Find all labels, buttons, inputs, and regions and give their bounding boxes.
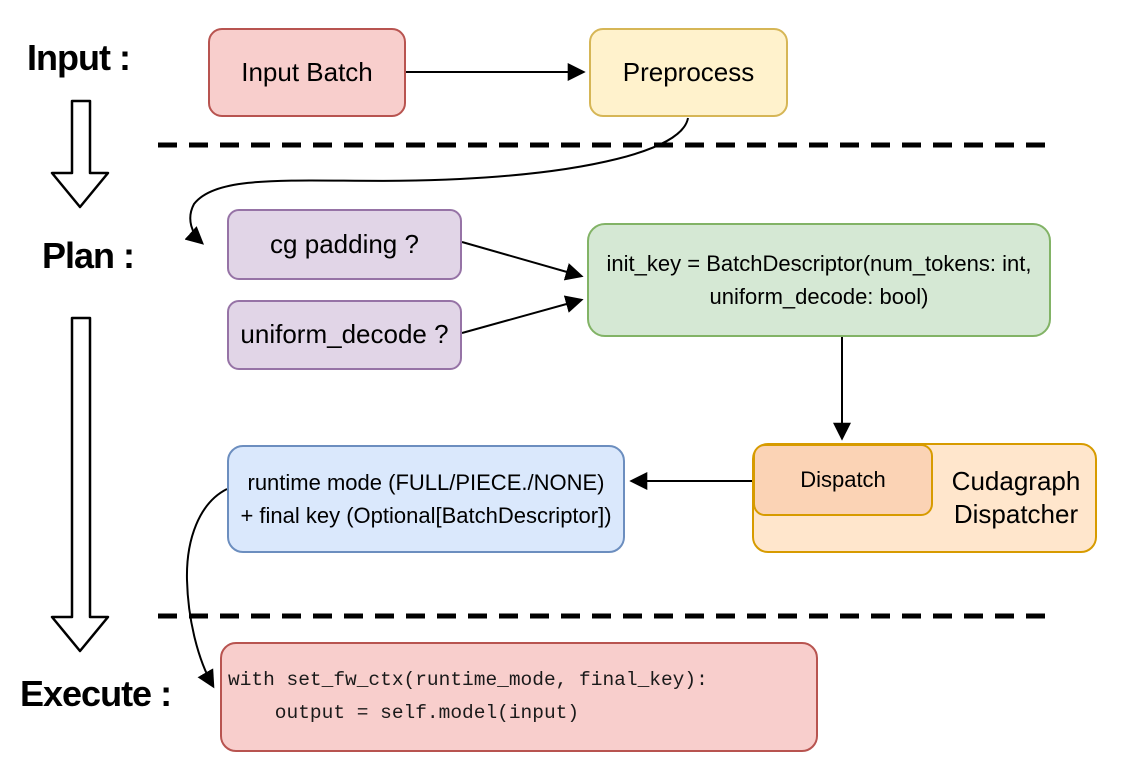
section-label-input: Input : <box>27 37 131 78</box>
cudagraph-dispatcher-label: Cudagraph Dispatcher <box>951 466 1081 529</box>
connector-runtimeresult-to-executecode <box>185 488 228 689</box>
node-execute-code: with set_fw_ctx(runtime_mode, final_key)… <box>220 642 818 752</box>
node-runtime-result: runtime mode (FULL/PIECE./NONE) + final … <box>227 445 625 553</box>
connector-cgpadding-to-initkey <box>461 241 584 281</box>
node-preprocess: Preprocess <box>589 28 788 117</box>
node-uniform-decode: uniform_decode ? <box>227 300 462 370</box>
connector-uniformdecode-to-initkey <box>461 295 584 334</box>
node-input-batch: Input Batch <box>208 28 406 117</box>
section-label-execute: Execute : <box>20 673 172 714</box>
node-cg-padding: cg padding ? <box>227 209 462 280</box>
section-label-plan: Plan : <box>42 235 135 276</box>
node-dispatch: Dispatch <box>753 444 933 516</box>
node-init-key: init_key = BatchDescriptor(num_tokens: i… <box>587 223 1051 337</box>
plan-flow-arrow-icon <box>50 316 110 653</box>
connector-preprocess-to-cgpadding <box>184 117 689 245</box>
input-flow-arrow-icon <box>50 99 110 209</box>
